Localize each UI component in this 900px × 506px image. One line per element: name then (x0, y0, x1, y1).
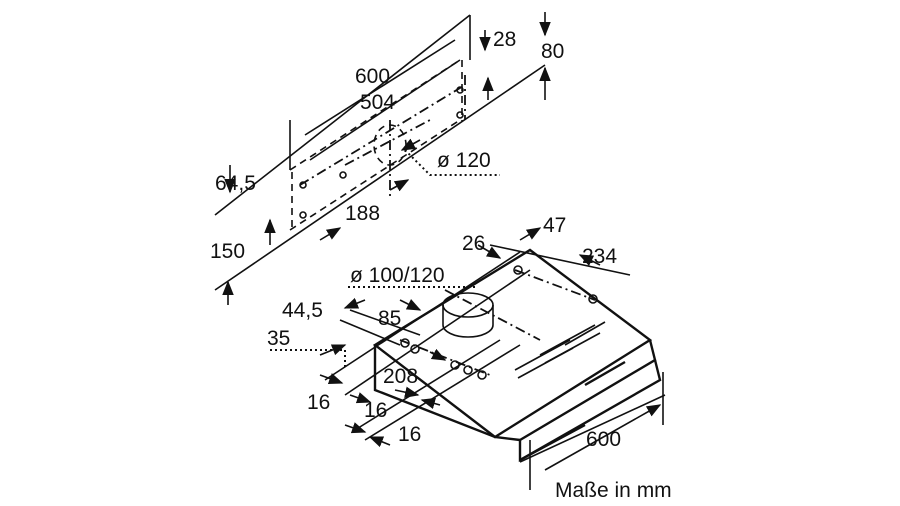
dim-label-64-5: 64,5 (215, 172, 256, 195)
dim-label-80: 80 (541, 40, 564, 63)
dim-label-diameter-100-120: ø 100/120 (350, 264, 445, 287)
dim-label-150: 150 (210, 240, 245, 263)
dim-label-16-b: 16 (364, 399, 387, 422)
dim-label-208: 208 (383, 365, 418, 388)
dim-label-600-hood: 600 (586, 428, 621, 451)
dim-label-600-wall: 600 (355, 65, 390, 88)
vent-grille (514, 321, 606, 379)
dim-label-504: 504 (360, 91, 395, 114)
dim-label-44-5: 44,5 (282, 299, 323, 322)
wall-mount-drawing (214, 12, 551, 305)
units-caption: Maße in mm (555, 479, 672, 502)
dim-label-85: 85 (378, 307, 401, 330)
dim-label-188: 188 (345, 202, 380, 225)
dim-label-35: 35 (267, 327, 290, 350)
dim-label-28: 28 (493, 28, 516, 51)
dim-label-diameter-120: ø 120 (437, 149, 491, 172)
dim-label-16-c: 16 (398, 423, 421, 446)
dim-label-234: 234 (582, 245, 617, 268)
dim-label-26: 26 (462, 232, 485, 255)
dim-label-16-a: 16 (307, 391, 330, 414)
dim-label-47: 47 (543, 214, 566, 237)
hood-drawing (270, 227, 666, 490)
